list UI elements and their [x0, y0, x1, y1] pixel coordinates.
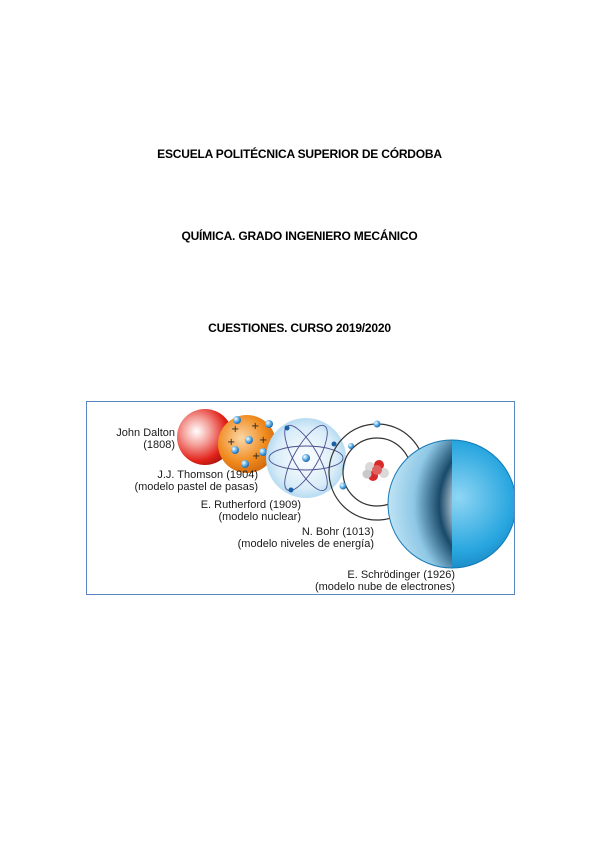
- schrodinger-sphere: [452, 440, 514, 568]
- schrodinger-label: E. Schrödinger (1926)(modelo nube de ele…: [314, 569, 455, 593]
- thomson-electrons: + + + + +: [227, 416, 273, 468]
- svg-text:+: +: [231, 424, 239, 435]
- bohr-nucleus: [362, 460, 389, 481]
- rutherford-label: E. Rutherford (1909)(modelo nuclear): [200, 499, 301, 523]
- atomic-models-illustration: + + + + +: [177, 409, 514, 569]
- rutherford-nucleus: [302, 454, 310, 462]
- atomic-models-figure: + + + + +: [86, 401, 515, 595]
- thomson-label: J.J. Thomson (1904)(modelo pastel de pas…: [134, 469, 258, 493]
- bohr-label: N. Bohr (1013)(modelo niveles de energía…: [237, 526, 374, 550]
- svg-text:+: +: [227, 437, 235, 448]
- course-title: CUESTIONES. CURSO 2019/2020: [208, 321, 391, 335]
- svg-text:+: +: [252, 451, 260, 462]
- dalton-label: John Dalton(1808): [116, 427, 175, 451]
- school-title: ESCUELA POLITÉCNICA SUPERIOR DE CÓRDOBA: [157, 147, 442, 161]
- svg-text:+: +: [259, 435, 267, 446]
- svg-text:+: +: [251, 421, 259, 432]
- schrodinger-cloud: [388, 440, 452, 568]
- subject-title: QUÍMICA. GRADO INGENIERO MECÁNICO: [181, 229, 418, 243]
- thomson-sphere: [218, 415, 276, 473]
